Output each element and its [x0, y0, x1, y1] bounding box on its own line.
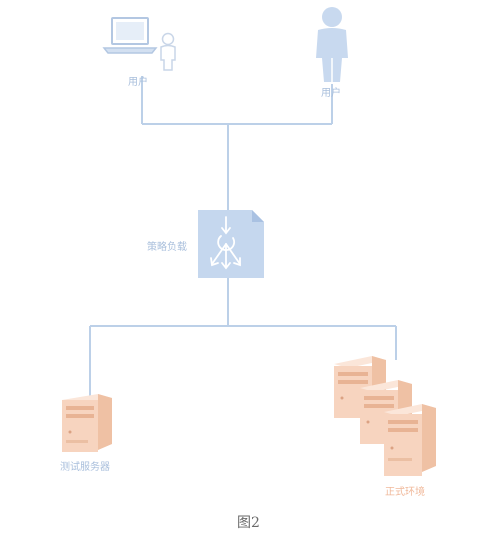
load-balancer-icon [198, 210, 264, 278]
prod-env-label: 正式环境 [385, 487, 425, 498]
load-balancer-label: 策略负载 [147, 242, 187, 253]
figure-caption: 图2 [237, 515, 260, 531]
user-right-label: 用户 [321, 88, 341, 99]
connector-lines [89, 76, 397, 408]
user-outline-icon [160, 32, 176, 71]
test-server-label: 测试服务器 [60, 462, 110, 473]
test-server-icon [62, 394, 112, 452]
prod-server-front [384, 404, 436, 476]
production-servers-icon [334, 356, 436, 476]
laptop-icon [102, 17, 158, 54]
user-solid-icon [316, 7, 348, 82]
user-left-label: 用户 [128, 77, 148, 88]
